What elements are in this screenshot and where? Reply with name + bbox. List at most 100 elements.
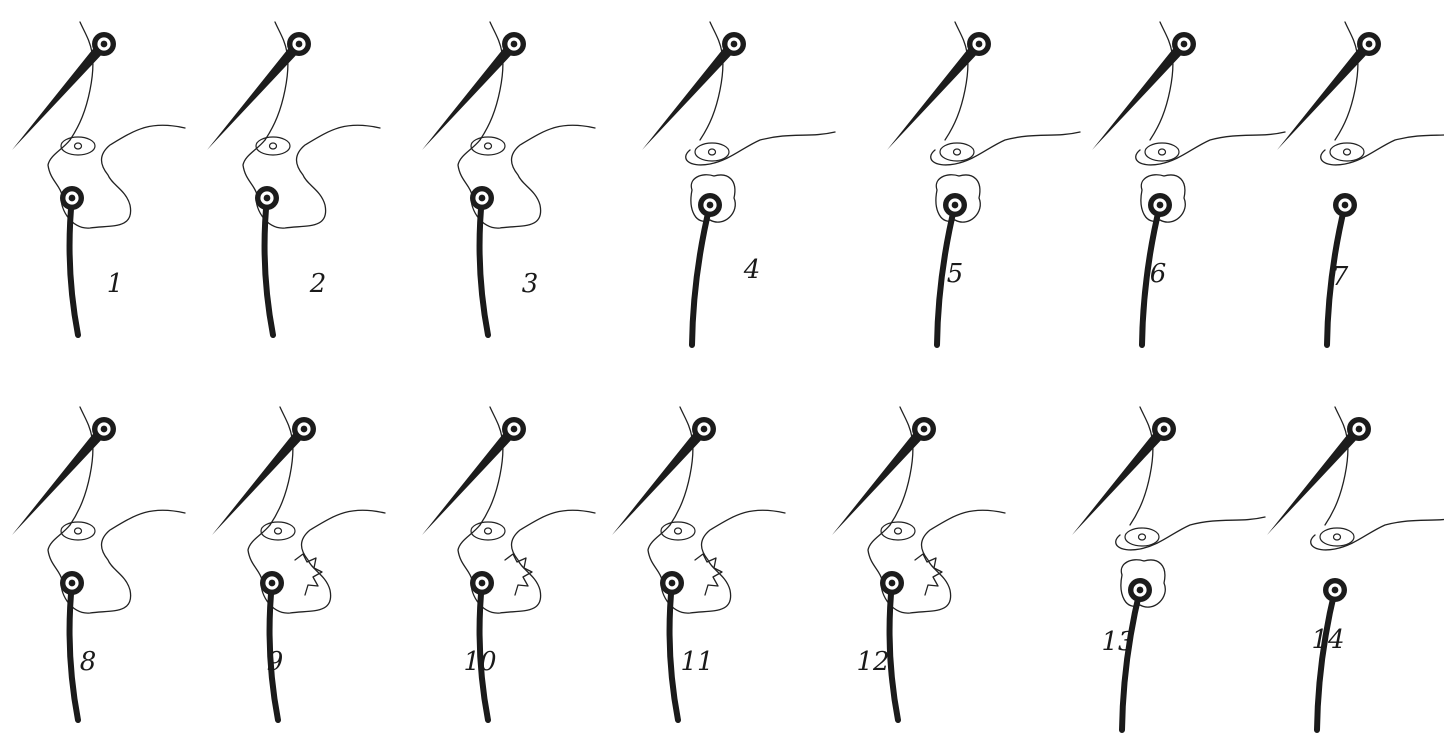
cell-nucleus	[1145, 143, 1179, 161]
lower-spore-head	[1323, 578, 1347, 602]
panel-13: 13	[1072, 407, 1265, 730]
panel-1: 1	[12, 22, 185, 335]
upper-spore-stalk	[12, 40, 108, 150]
cell-nucleolus	[1139, 534, 1146, 540]
upper-spore-head-core	[1366, 41, 1373, 48]
cell-nucleolus	[1334, 534, 1341, 540]
panel-9: 9	[212, 407, 385, 720]
upper-spore-head-core	[976, 41, 983, 48]
cell-nucleolus	[895, 528, 902, 534]
upper-spore-head-core	[296, 41, 303, 48]
upper-spore-head	[292, 417, 316, 441]
lower-spore-head-core	[669, 580, 676, 587]
lower-spore-head	[60, 186, 84, 210]
cell-nucleus	[661, 522, 695, 540]
panel-number: 8	[80, 647, 97, 677]
upper-spore-head	[692, 417, 716, 441]
lower-spore-head	[470, 571, 494, 595]
panel-11: 11	[612, 407, 785, 720]
lower-spore-head	[1333, 193, 1357, 217]
lower-spore-head	[255, 186, 279, 210]
panel-number: 5	[947, 259, 964, 289]
lower-spore-head	[470, 186, 494, 210]
upper-spore-head	[1152, 417, 1176, 441]
upper-spore-head-core	[511, 41, 518, 48]
panel-3: 3	[422, 22, 595, 335]
upper-spore-head	[1347, 417, 1371, 441]
upper-spore-head	[502, 32, 526, 56]
panel-2: 2	[207, 22, 380, 335]
lower-spore-stalk	[692, 205, 710, 345]
upper-spore-head	[287, 32, 311, 56]
cell-nucleolus	[75, 143, 82, 149]
cell-nucleolus	[485, 143, 492, 149]
upper-spore-head-core	[1356, 426, 1363, 433]
upper-spore-head	[92, 417, 116, 441]
panel-number: 10	[463, 647, 496, 677]
lower-spore-head-core	[707, 202, 714, 209]
upper-spore-head-core	[511, 426, 518, 433]
cell-nucleus	[881, 522, 915, 540]
cell-nucleus	[1330, 143, 1364, 161]
cell-nucleolus	[75, 528, 82, 534]
upper-spore-stalk	[12, 425, 108, 535]
lower-spore-head-core	[952, 202, 959, 209]
cell-nucleus	[940, 143, 974, 161]
lower-spore-head-core	[1342, 202, 1349, 209]
panel-6: 6	[1092, 22, 1285, 345]
upper-spore-stalk	[887, 40, 983, 150]
lower-spore-head	[260, 571, 284, 595]
upper-spore-stalk	[207, 40, 303, 150]
panel-8: 8	[12, 407, 185, 720]
panel-number: 14	[1311, 625, 1344, 655]
detached-cell-outline	[686, 132, 835, 165]
lower-spore-head-core	[69, 195, 76, 202]
lower-spore-head	[660, 571, 684, 595]
lower-spore-head-core	[69, 580, 76, 587]
upper-spore-stalk	[1092, 40, 1188, 150]
upper-spore-head-core	[1161, 426, 1168, 433]
upper-spore-head	[1172, 32, 1196, 56]
lower-spore-head	[880, 571, 904, 595]
lower-spore-head	[698, 193, 722, 217]
upper-spore-stalk	[612, 425, 708, 535]
upper-spore-head-core	[101, 426, 108, 433]
cell-nucleolus	[275, 528, 282, 534]
lower-spore-head-core	[269, 580, 276, 587]
panel-number: 12	[856, 647, 889, 677]
upper-spore-stalk	[422, 40, 518, 150]
lower-spore-head	[1128, 578, 1152, 602]
upper-spore-stalk	[422, 425, 518, 535]
cell-nucleolus	[709, 149, 716, 155]
cell-nucleus	[61, 522, 95, 540]
cell-nucleolus	[270, 143, 277, 149]
upper-spore-head	[92, 32, 116, 56]
upper-spore-stalk	[642, 40, 738, 150]
upper-spore-head	[967, 32, 991, 56]
detached-cell-outline	[931, 132, 1080, 165]
cell-nucleus	[261, 522, 295, 540]
cell-nucleus	[471, 522, 505, 540]
lower-spore-stalk	[1122, 590, 1140, 730]
panel-number: 13	[1101, 627, 1134, 657]
detached-cell-outline	[1136, 132, 1285, 165]
panel-number: 1	[107, 269, 124, 299]
upper-spore-head-core	[301, 426, 308, 433]
lower-spore-head-core	[264, 195, 271, 202]
upper-spore-head-core	[101, 41, 108, 48]
lower-spore-head-core	[479, 195, 486, 202]
cell-nucleus	[471, 137, 505, 155]
panel-number: 2	[309, 269, 327, 299]
panel-10: 10	[422, 407, 595, 720]
upper-spore-head	[1357, 32, 1381, 56]
upper-spore-stalk	[212, 425, 308, 535]
panel-14: 14	[1267, 407, 1444, 730]
detached-cell-outline	[1116, 517, 1265, 550]
cell-nucleus	[1125, 528, 1159, 546]
upper-spore-stalk	[1267, 425, 1363, 535]
cell-nucleolus	[954, 149, 961, 155]
lower-spore-head-core	[1332, 587, 1339, 594]
panel-number: 7	[1332, 262, 1349, 292]
lower-spore-head	[1148, 193, 1172, 217]
